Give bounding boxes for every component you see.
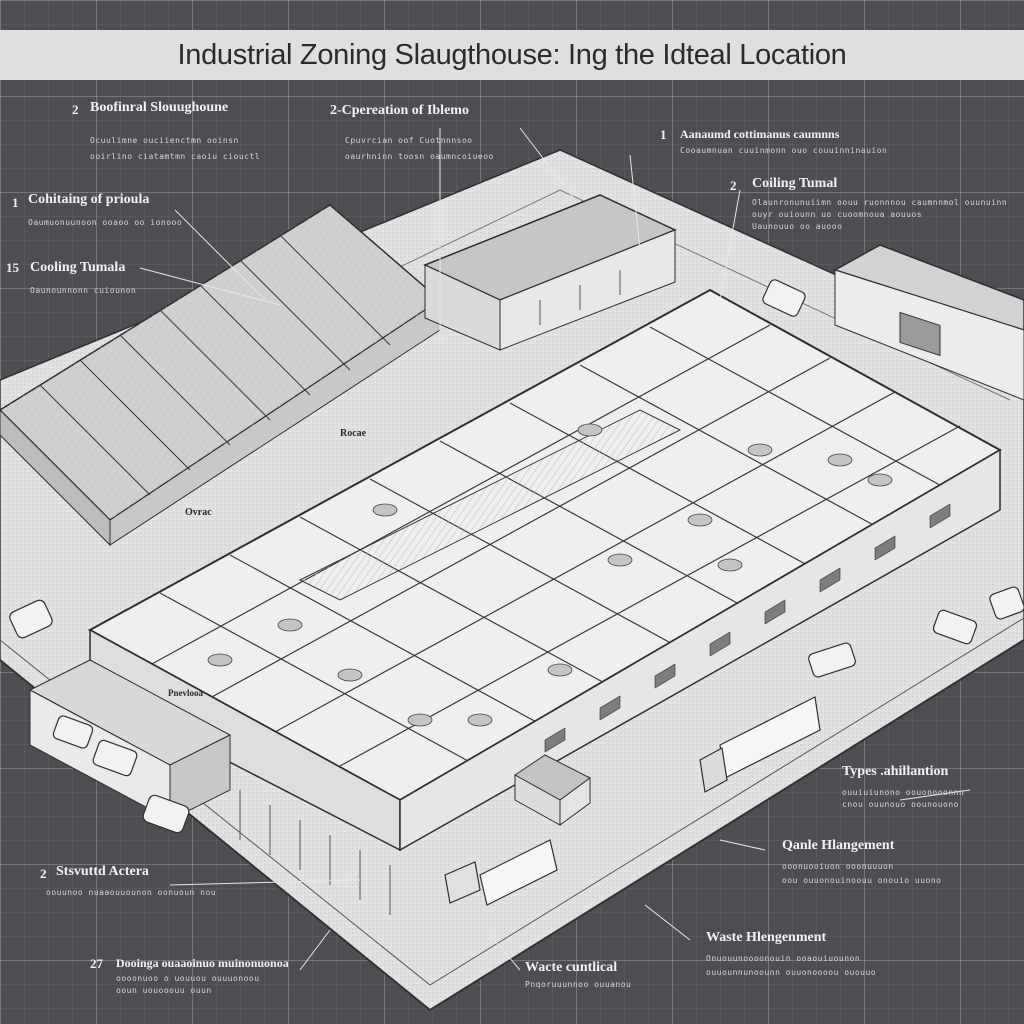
road-label: Ovrac: [185, 507, 212, 518]
callout-desc: ooonuooiuon ooonuuuon: [782, 862, 894, 871]
callout-desc: oaurhninn toosn oaumncoiueoo: [345, 152, 494, 161]
callout-label-stsvuttd: Stsvuttd Actera: [56, 864, 149, 879]
callout-desc: Uaunouuo oo auooo: [752, 222, 843, 231]
callout-label-boofinral: Boofinral Slouughoune: [90, 100, 229, 115]
callout-label-cpereation: 2-Cpereation of Iblemo: [330, 103, 469, 118]
administration-barn: [423, 194, 677, 351]
callout-number: 1: [12, 195, 19, 210]
main-slaughterhouse: [28, 288, 1003, 915]
callout-number: 1: [660, 127, 667, 142]
title-banner: Industrial Zoning Slaugthouse: Ing the I…: [0, 30, 1024, 80]
callout-number: 2: [72, 102, 79, 117]
callout-label-cooling-tumala: Cooling Tumala: [30, 260, 126, 275]
callout-desc: ouyr ouiounn uo cuoomnoua aouuos: [752, 210, 923, 219]
callout-desc: Onuouunoooonouin ooaouiuounon: [706, 954, 861, 963]
callout-desc: Oaumuonuunoon ooaoo oo ionooo: [28, 218, 183, 227]
callout-desc: oooonuoo o uouuou ouuuonoou: [116, 974, 260, 983]
garage-building: [833, 244, 1024, 401]
callout-label-wacte: Wacte cuntlical: [525, 960, 618, 975]
callout-desc: Cooaumnuan cuuinmonn ouo couuinninauion: [680, 146, 888, 155]
callout-desc: ooun uouooouu ouun: [116, 986, 212, 995]
entrance-sign: Pnevlooa: [168, 688, 203, 698]
callout-number: 2: [40, 866, 47, 881]
vehicles: [9, 279, 1024, 906]
callout-label-aanaumd: Aanaumd cottimanus caumnns: [680, 127, 840, 141]
road-label: Rocae: [340, 428, 367, 439]
callout-number: 15: [6, 260, 19, 275]
callout-label-types: Types .ahillantion: [842, 764, 949, 779]
callout-desc: Oaunounnonn cuiounon: [30, 286, 137, 295]
callout-label-coiling-tumal: Coiling Tumal: [752, 176, 838, 191]
callout-desc: ouuiuiunono oouonooonnn: [842, 788, 965, 797]
callout-number: 2: [730, 178, 737, 193]
callout-label-waste: Waste Hlengenment: [706, 930, 827, 945]
callout-number: 27: [90, 956, 103, 971]
callout-label-cohitaing: Cohitaing of prioula: [28, 192, 150, 207]
callout-desc: Pnqoruuunnoo ouuanou: [525, 980, 632, 989]
callout-desc: Ocuulimne ouciienctmn ooinsn: [90, 136, 239, 145]
callout-label-dooinga: Dooinga ouaaoinuo muinonuonoa: [116, 956, 289, 970]
cooling-tunnel-building: [0, 204, 442, 547]
page-title: Industrial Zoning Slaugthouse: Ing the I…: [177, 38, 847, 71]
callout-desc: oou ouuonouinoouu onouio uuono: [782, 876, 942, 885]
callout-desc: cnou ouunouo oounouono: [842, 800, 959, 809]
callout-desc: oouunoo nuaaouuounon oonuoun nou: [46, 888, 217, 897]
callout-label-qanle: Qanle Hlangement: [782, 838, 895, 853]
callout-leader-lines: [139, 127, 971, 971]
callout-desc: Olaunronunuiimn oouu ruonnnou caumnnmol …: [752, 198, 1008, 207]
callout-desc: Cpuvrcian oof Cuotnnnsoo: [345, 136, 473, 145]
callout-desc: ouuounnunoounn ouuonoooou ououuo: [706, 968, 877, 977]
callout-desc: ooirlino ciatamtmn caoiu ciouctl: [90, 152, 261, 161]
